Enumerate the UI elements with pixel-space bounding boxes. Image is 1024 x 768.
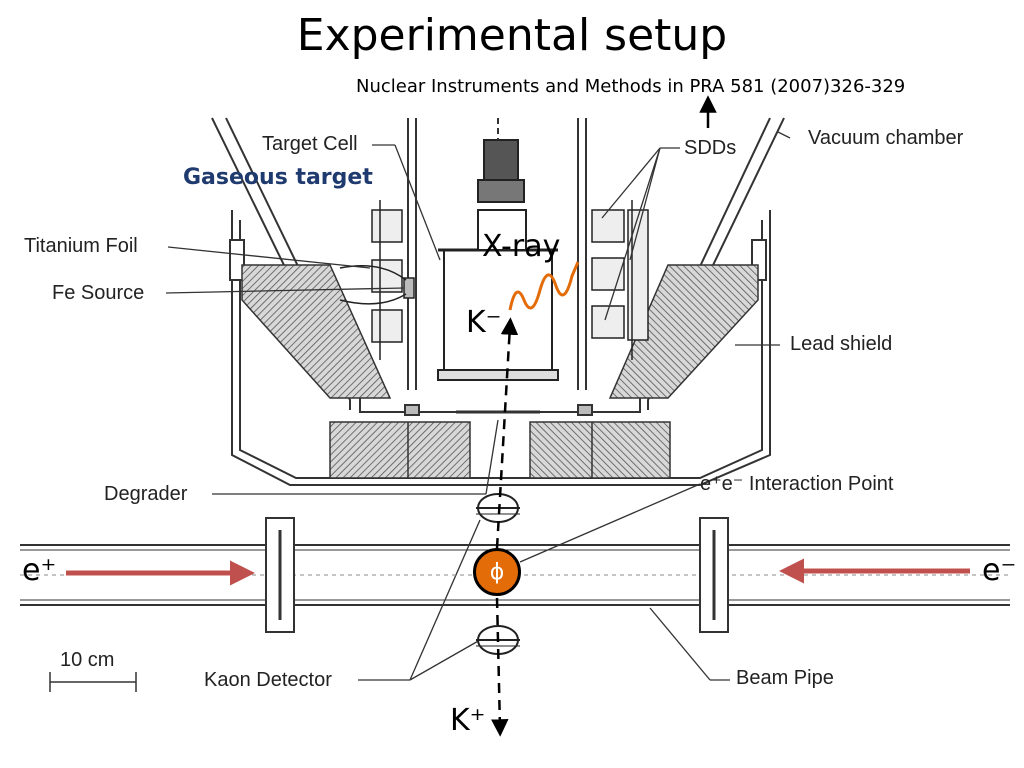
label-target-cell: Target Cell (262, 133, 358, 155)
support-rails (407, 118, 587, 390)
label-fe-source: Fe Source (52, 282, 145, 304)
label-k-minus: K⁻ (466, 305, 502, 340)
label-kaon-detector: Kaon Detector (204, 669, 332, 691)
phi-interaction-point: ϕ (473, 548, 521, 596)
label-interaction-point: e⁺e⁻ Interaction Point (700, 473, 894, 495)
calibration-source (339, 265, 415, 305)
label-gaseous-target: Gaseous target (183, 165, 373, 190)
label-titanium-foil: Titanium Foil (24, 235, 138, 257)
slide-title: Experimental setup (296, 10, 728, 61)
xray-wave (508, 261, 580, 311)
lead-shield (241, 264, 759, 479)
k-plus-track (491, 597, 509, 737)
label-degrader: Degrader (104, 483, 188, 505)
sdd-stacks (371, 200, 649, 360)
label-e-minus: e⁻ (982, 553, 1017, 588)
label-vacuum-chamber: Vacuum chamber (808, 127, 964, 149)
label-xray: X-ray (482, 229, 561, 264)
chamber-floor (359, 398, 641, 416)
label-k-plus: K⁺ (450, 703, 486, 738)
kaon-tracks (491, 317, 519, 737)
label-scale: 10 cm (60, 649, 115, 671)
label-beam-pipe: Beam Pipe (736, 667, 834, 689)
k-minus-track (495, 317, 519, 549)
label-sdds: SDDs (684, 137, 737, 159)
target-cell (437, 118, 559, 381)
leader-lines (165, 131, 791, 681)
label-lead-shield: Lead shield (790, 333, 893, 355)
beam-pipe (20, 517, 1010, 633)
reference-citation: Nuclear Instruments and Methods in PRA 5… (356, 76, 906, 97)
scale-bar (49, 672, 137, 692)
label-e-plus: e⁺ (22, 553, 57, 588)
